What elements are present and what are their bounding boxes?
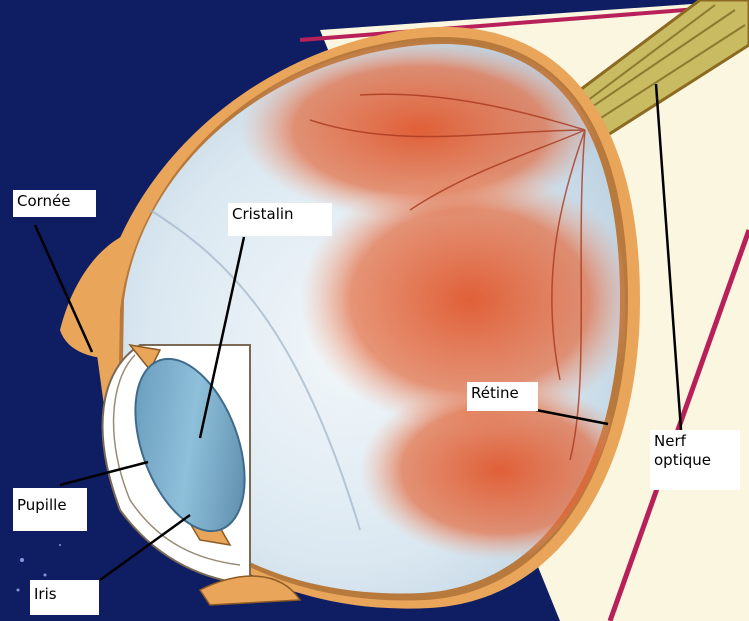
label-nerf-optique: Nerf optique bbox=[650, 430, 740, 490]
label-cristalin: Cristalin bbox=[228, 203, 332, 236]
label-iris: Iris bbox=[30, 580, 99, 615]
label-cornee: Cornée bbox=[13, 190, 96, 217]
label-retine: Rétine bbox=[467, 382, 538, 411]
label-pupille: Pupille bbox=[13, 488, 87, 531]
